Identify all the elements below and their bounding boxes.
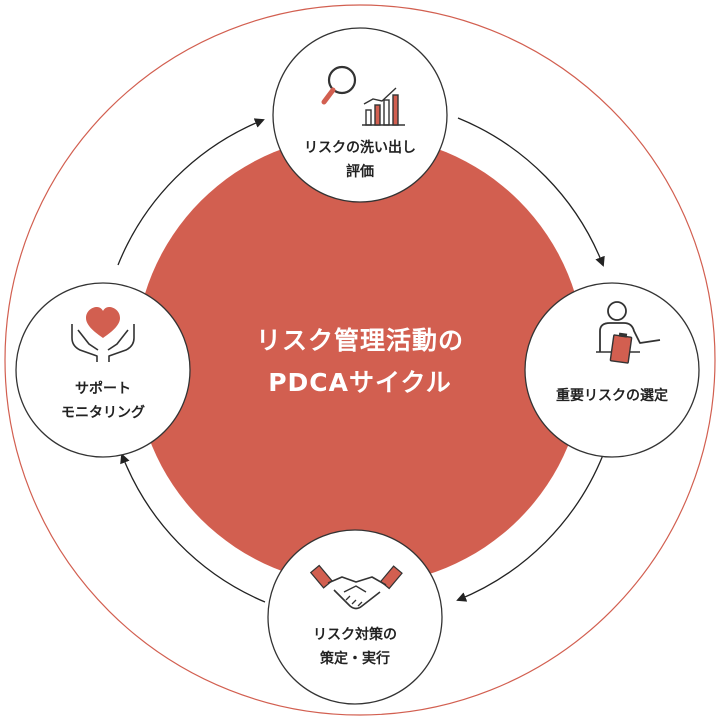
step-circle-key-risk-selection <box>524 282 700 458</box>
cycle-title: リスク管理活動の PDCAサイクル <box>210 320 510 404</box>
arrow-right-to-bottom <box>456 454 604 602</box>
step-label-key-risk-selection: 重要リスクの選定 <box>537 384 687 408</box>
step-label-line2: 策定・実行 <box>320 651 390 667</box>
handshake-icon <box>309 564 403 610</box>
arrow-top-to-right <box>457 117 605 267</box>
center-disk <box>135 135 585 585</box>
arrow-bottom-to-left <box>120 453 266 603</box>
step-label-line2: 評価 <box>346 164 374 180</box>
step-label-support-monitoring: サポート モニタリング <box>28 377 178 425</box>
cycle-title-line2: PDCAサイクル <box>268 368 452 397</box>
magnifier-chart-icon <box>321 65 405 126</box>
arrow-left-to-top <box>117 118 265 266</box>
heart-hands-icon <box>71 307 135 362</box>
step-label-line1: 重要リスクの選定 <box>556 388 668 404</box>
outer-ring <box>4 4 716 716</box>
step-label-line1: サポート <box>75 381 131 397</box>
step-label-line2: モニタリング <box>61 405 145 421</box>
step-circle-risk-identification <box>272 27 448 203</box>
cycle-title-line1: リスク管理活動の <box>255 326 464 355</box>
presenter-clipboard-icon <box>596 301 661 364</box>
step-label-countermeasures: リスク対策の 策定・実行 <box>275 623 435 671</box>
step-circle-countermeasures <box>267 529 443 705</box>
step-circle-support-monitoring <box>15 282 191 458</box>
step-label-line1: リスクの洗い出し <box>304 140 416 156</box>
step-label-risk-identification: リスクの洗い出し 評価 <box>280 136 440 184</box>
step-label-line1: リスク対策の <box>313 627 397 643</box>
